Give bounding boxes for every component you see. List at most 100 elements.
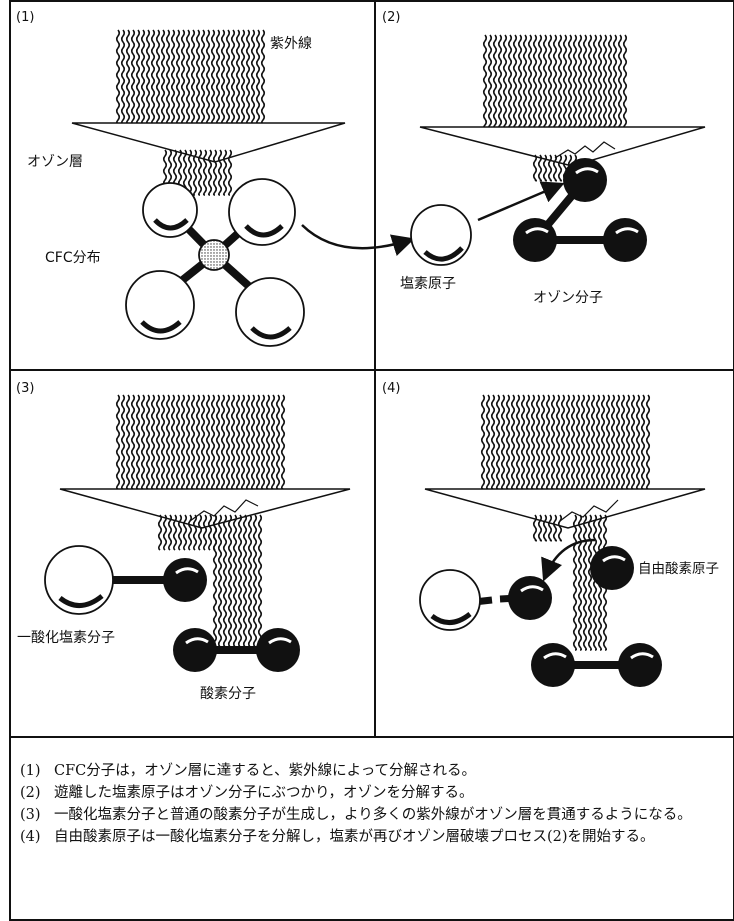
uv-ray — [512, 34, 518, 129]
uv-ray — [145, 29, 151, 124]
uv-ray — [252, 514, 258, 651]
chlorine-atom — [228, 178, 296, 246]
panel-1-number: (1) — [16, 10, 34, 25]
uv-ray — [150, 394, 156, 490]
uv-ray — [195, 394, 201, 490]
panel-3: (3) 一酸化塩素分子 酸素分子 — [16, 381, 351, 702]
uv-ray — [207, 514, 213, 551]
uv-ray — [225, 29, 231, 124]
uv-ray — [125, 394, 131, 490]
uv-ray — [510, 394, 516, 490]
uv-ray — [260, 29, 266, 124]
ozone-layer — [419, 126, 706, 167]
uv-ray — [212, 149, 218, 196]
uv-ray — [170, 394, 176, 490]
caption-item: (2) 遊離した塩素原子はオゾン分子にぶつかり，オゾンを分解する。 — [20, 782, 725, 804]
uv-ray — [612, 34, 618, 129]
uv-ray — [507, 34, 513, 129]
uv-ray — [222, 149, 228, 196]
uv-ray — [172, 514, 178, 551]
uv-ray — [537, 34, 543, 129]
uv-ray — [160, 29, 166, 124]
uv-ray — [140, 29, 146, 124]
uv-ray — [532, 154, 538, 182]
caption-text: 遊離した塩素原子はオゾン分子にぶつかり，オゾンを分解する。 — [54, 785, 474, 801]
oxygen-molecule-label: 酸素分子 — [200, 686, 256, 702]
oxygen-molecule — [531, 643, 662, 687]
uv-ray — [547, 154, 553, 182]
ozone-layer — [424, 488, 706, 529]
uv-ray — [525, 394, 531, 490]
uv-ray — [575, 394, 581, 490]
chlorine-atom-label: 塩素原子 — [400, 276, 456, 292]
uv-ray — [617, 34, 623, 129]
uv-rays — [480, 394, 651, 490]
uv-ray — [197, 514, 203, 551]
uv-ray — [545, 394, 551, 490]
uv-ray — [592, 34, 598, 129]
uv-label: 紫外線 — [270, 36, 312, 52]
uv-ray — [630, 394, 636, 490]
uv-ray — [482, 34, 488, 129]
uv-ray — [257, 514, 263, 651]
free-oxygen-label: 自由酸素原子 — [638, 561, 719, 577]
uv-ray — [532, 34, 538, 129]
uv-rays — [115, 394, 286, 490]
uv-ray — [480, 394, 486, 490]
panel-2-number: (2) — [382, 10, 400, 25]
uv-ray — [212, 514, 218, 651]
uv-ray — [537, 154, 543, 182]
caption-text: CFC分子は，オゾン層に達すると、紫外線によって分解される。 — [54, 763, 477, 779]
uv-ray — [640, 394, 646, 490]
uv-ray — [182, 514, 188, 551]
uv-ray — [187, 149, 193, 196]
uv-ray — [135, 29, 141, 124]
uv-ray — [550, 394, 556, 490]
uv-ray — [205, 29, 211, 124]
ozone-layer — [71, 122, 346, 163]
uv-ray — [140, 394, 146, 490]
uv-ray — [185, 394, 191, 490]
uv-ray — [222, 514, 228, 651]
uv-ray — [175, 29, 181, 124]
uv-ray — [247, 514, 253, 651]
uv-ray — [622, 34, 628, 129]
uv-ray — [170, 29, 176, 124]
uv-ray — [530, 394, 536, 490]
chlorine-atom — [410, 204, 472, 266]
uv-ray — [237, 514, 243, 651]
uv-ray — [490, 394, 496, 490]
uv-ray — [157, 514, 163, 551]
uv-ray — [552, 514, 558, 542]
uv-ray — [582, 514, 588, 651]
uv-ray — [492, 34, 498, 129]
uv-ray — [535, 394, 541, 490]
uv-ray — [515, 394, 521, 490]
caption-number: (2) — [20, 785, 41, 801]
uv-ray — [570, 394, 576, 490]
uv-ray — [605, 394, 611, 490]
uv-ray — [552, 154, 558, 182]
uv-ray — [230, 29, 236, 124]
uv-ray — [597, 34, 603, 129]
uv-ray — [542, 34, 548, 129]
caption-frame — [9, 736, 734, 921]
uv-ray — [487, 34, 493, 129]
uv-ray — [242, 514, 248, 651]
uv-ray — [210, 394, 216, 490]
caption-number: (3) — [20, 807, 41, 823]
uv-ray — [205, 394, 211, 490]
uv-ray — [225, 394, 231, 490]
uv-ray — [160, 394, 166, 490]
carbon-atom — [198, 239, 230, 271]
uv-ray — [505, 394, 511, 490]
uv-ray — [520, 394, 526, 490]
uv-ray — [155, 394, 161, 490]
uv-rays — [482, 34, 628, 129]
uv-ray — [265, 394, 271, 490]
uv-ray — [220, 29, 226, 124]
uv-ray — [120, 29, 126, 124]
uv-ray — [215, 29, 221, 124]
uv-ray — [547, 514, 553, 542]
uv-ray — [542, 514, 548, 542]
